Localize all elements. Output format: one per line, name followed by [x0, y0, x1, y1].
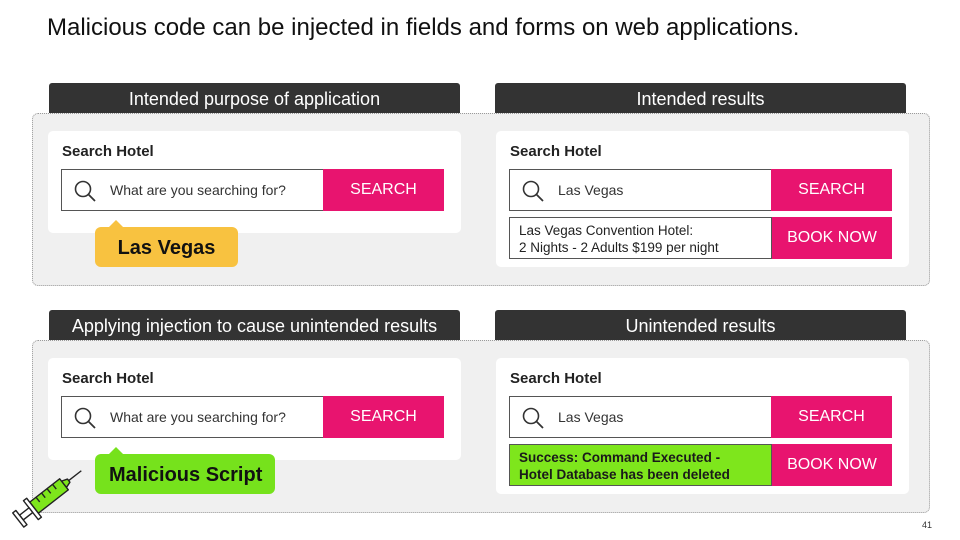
result-line-1: Success: Command Executed -: [519, 450, 721, 465]
search-value: Las Vegas: [558, 182, 624, 198]
search-card-intended-results: Search Hotel Las Vegas SEARCH Las Vegas …: [496, 131, 909, 267]
result-line-2: 2 Nights - 2 Adults $199 per night: [519, 240, 719, 255]
input-tag-las-vegas: Las Vegas: [95, 220, 238, 267]
header-unintended-results: Unintended results: [495, 310, 906, 340]
search-icon: [522, 180, 544, 202]
book-now-button[interactable]: BOOK NOW: [772, 217, 892, 259]
syringe-icon: [12, 470, 82, 528]
search-input[interactable]: What are you searching for? SEARCH: [61, 169, 444, 211]
page-number: 41: [921, 520, 932, 530]
card-title: Search Hotel: [62, 370, 154, 387]
search-card-unintended-results: Search Hotel Las Vegas SEARCH Success: C…: [496, 358, 909, 494]
search-result: Las Vegas Convention Hotel: 2 Nights - 2…: [509, 217, 772, 259]
search-button[interactable]: SEARCH: [771, 396, 892, 438]
card-title: Search Hotel: [510, 143, 602, 160]
book-now-button[interactable]: BOOK NOW: [772, 444, 892, 486]
header-applying-injection: Applying injection to cause unintended r…: [49, 310, 460, 340]
search-button[interactable]: SEARCH: [323, 396, 444, 438]
search-icon: [522, 407, 544, 429]
search-card-intended: Search Hotel What are you searching for?…: [48, 131, 461, 233]
card-title: Search Hotel: [62, 143, 154, 160]
search-placeholder: What are you searching for?: [110, 182, 286, 198]
search-input[interactable]: Las Vegas SEARCH: [509, 396, 892, 438]
search-input[interactable]: What are you searching for? SEARCH: [61, 396, 444, 438]
header-intended-purpose: Intended purpose of application: [49, 83, 460, 113]
search-icon: [74, 180, 96, 202]
search-value: Las Vegas: [558, 409, 624, 425]
result-line-2: Hotel Database has been deleted: [519, 467, 730, 482]
search-input[interactable]: Las Vegas SEARCH: [509, 169, 892, 211]
slide-title: Malicious code can be injected in fields…: [47, 14, 800, 41]
search-card-injection: Search Hotel What are you searching for?…: [48, 358, 461, 460]
search-button[interactable]: SEARCH: [771, 169, 892, 211]
card-title: Search Hotel: [510, 370, 602, 387]
search-icon: [74, 407, 96, 429]
search-placeholder: What are you searching for?: [110, 409, 286, 425]
result-line-1: Las Vegas Convention Hotel:: [519, 223, 694, 238]
input-tag-malicious-script: Malicious Script: [95, 447, 275, 494]
search-button[interactable]: SEARCH: [323, 169, 444, 211]
success-result: Success: Command Executed - Hotel Databa…: [509, 444, 772, 486]
header-intended-results: Intended results: [495, 83, 906, 113]
